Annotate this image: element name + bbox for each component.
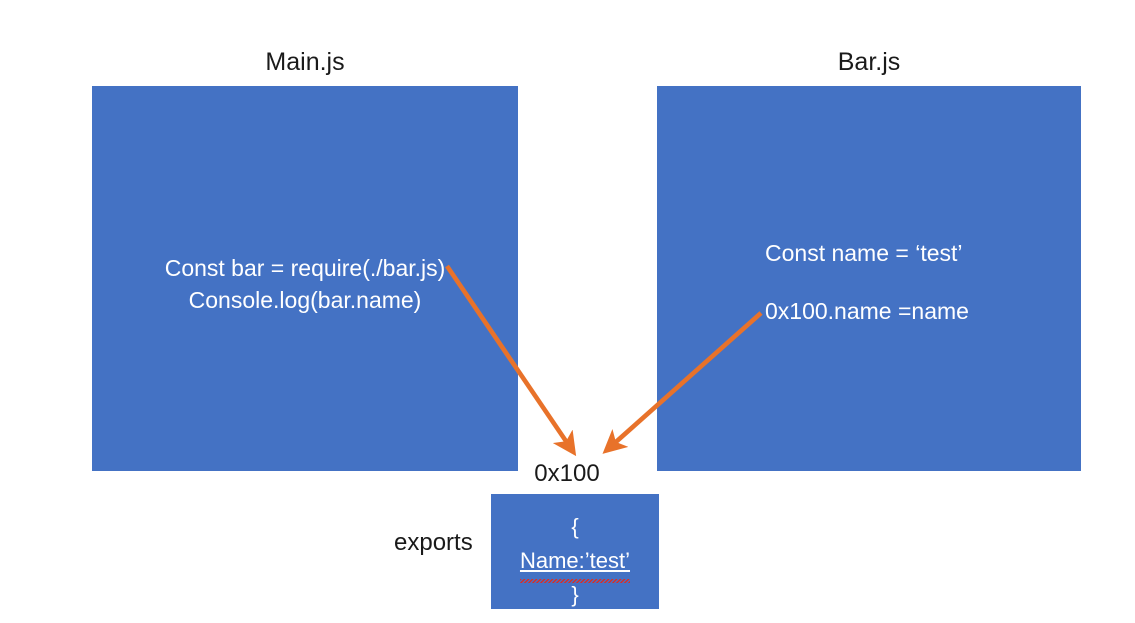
exports-open-brace: { — [571, 514, 579, 539]
exports-object-box: { Name:’test’ } — [491, 494, 659, 609]
main-code-line-1: Const bar = require(./bar.js) — [164, 255, 446, 281]
address-label: 0x100 — [534, 460, 600, 487]
bar-js-box — [657, 86, 1081, 471]
exports-label: exports — [394, 529, 473, 556]
bar-code-line-1: Const name = ‘test’ — [765, 240, 963, 266]
main-code-line-2: Console.log(bar.name) — [188, 287, 422, 313]
exports-name-value: Name:’test’ — [519, 544, 631, 583]
bar-box-title: Bar.js — [837, 48, 901, 76]
exports-close-brace: } — [571, 582, 579, 607]
bar-code-line-2: 0x100.name =name — [765, 298, 969, 324]
main-box-title: Main.js — [265, 48, 345, 76]
